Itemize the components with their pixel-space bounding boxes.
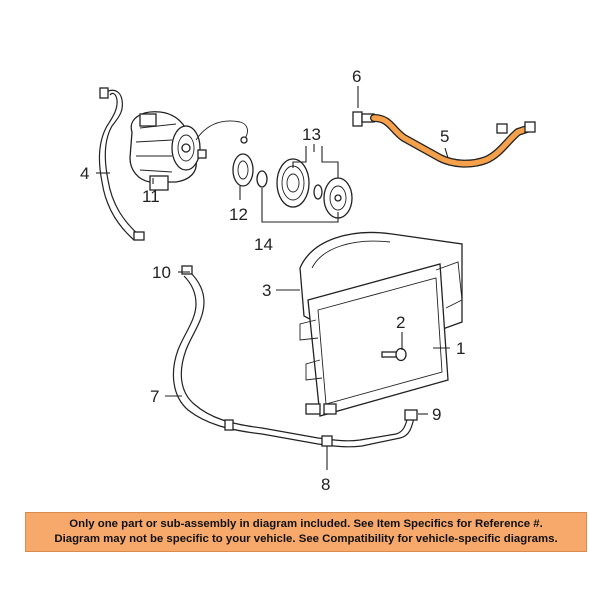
callout-6: 6 bbox=[352, 67, 361, 86]
callout-10: 10 bbox=[152, 263, 171, 282]
disclaimer-line-1: Only one part or sub-assembly in diagram… bbox=[69, 518, 543, 530]
disclaimer-banner: Only one part or sub-assembly in diagram… bbox=[25, 512, 587, 552]
callout-1: 1 bbox=[456, 339, 465, 358]
callout-11: 11 bbox=[142, 187, 160, 206]
part-12-clutch-coil bbox=[232, 153, 268, 188]
callout-13: 13 bbox=[302, 125, 321, 144]
callout-3: 3 bbox=[262, 281, 271, 300]
callout-5: 5 bbox=[440, 127, 449, 146]
part-11-compressor bbox=[129, 111, 248, 191]
disclaimer-line-2: Diagram may not be specific to your vehi… bbox=[54, 533, 558, 545]
part-7-suction-line bbox=[172, 265, 418, 448]
callout-14: 14 bbox=[254, 235, 273, 254]
callout-9: 9 bbox=[432, 405, 441, 424]
callout-numbers: 1 2 3 4 5 6 7 8 9 10 11 12 13 14 bbox=[80, 67, 465, 494]
part-13-pulley bbox=[276, 158, 353, 219]
part-2-bolt bbox=[381, 347, 407, 362]
callout-4: 4 bbox=[80, 164, 89, 183]
part-4-hose bbox=[98, 87, 145, 241]
part-1-condenser bbox=[299, 261, 463, 417]
callout-7: 7 bbox=[150, 387, 159, 406]
callout-8: 8 bbox=[321, 475, 330, 494]
leader-lines bbox=[96, 86, 450, 470]
part-5-hose-highlighted bbox=[370, 114, 536, 168]
callout-12: 12 bbox=[229, 205, 248, 224]
callout-2: 2 bbox=[396, 313, 405, 332]
